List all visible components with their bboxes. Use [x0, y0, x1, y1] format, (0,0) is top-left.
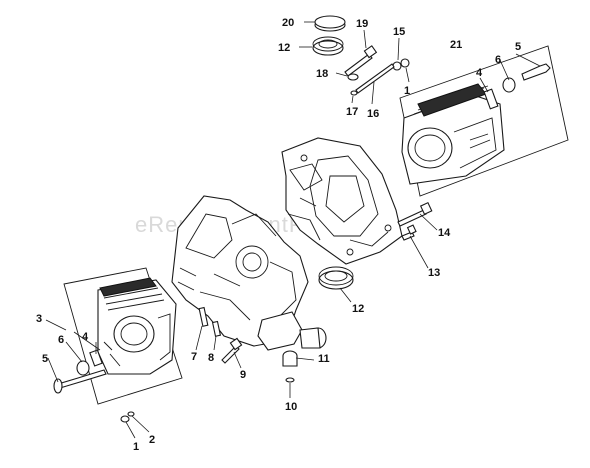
bolt-13	[401, 224, 417, 241]
bolt-9	[221, 337, 243, 364]
callout-1-bottom: 1	[133, 441, 139, 453]
callout-1-top: 1	[404, 85, 410, 97]
callout-21: 21	[450, 39, 462, 51]
cylinder-head-right	[401, 83, 505, 185]
callout-11: 11	[318, 353, 330, 365]
callout-18: 18	[316, 68, 328, 80]
callout-9: 9	[240, 369, 246, 381]
callout-8: 8	[208, 352, 214, 364]
crankcase-front-half	[171, 195, 327, 351]
callout-5-right: 5	[515, 41, 521, 53]
callout-3: 3	[36, 313, 42, 325]
callout-7: 7	[191, 351, 197, 363]
pin-8	[211, 320, 222, 337]
nut-washer-bottom	[120, 411, 135, 423]
callout-12-bottom: 12	[352, 303, 364, 315]
callout-labels: 20 12 19 15 21 5 6 4 18 1 17 16 14 13 12…	[36, 17, 521, 453]
bolt-14	[397, 201, 433, 227]
callout-16: 16	[367, 108, 379, 120]
washer-10	[285, 377, 295, 383]
callout-14: 14	[438, 227, 451, 239]
callout-4-right: 4	[476, 67, 483, 79]
callout-5-left: 5	[42, 353, 48, 365]
callout-6-left: 6	[58, 334, 64, 346]
cylinder-head-left	[97, 277, 177, 375]
callout-10: 10	[285, 401, 297, 413]
callout-20: 20	[282, 17, 294, 29]
callout-6-right: 6	[495, 54, 501, 66]
callout-4-left: 4	[82, 331, 89, 343]
valve-left	[53, 349, 107, 394]
leader-lines	[45, 21, 541, 439]
callout-12-top: 12	[278, 42, 290, 54]
callout-19: 19	[356, 18, 368, 30]
oil-seal-lower	[318, 266, 354, 290]
dowel-pin-7	[198, 306, 209, 327]
callout-13: 13	[428, 267, 440, 279]
crankcase-rear-half	[281, 137, 403, 265]
valve-guide-right	[483, 63, 551, 110]
callout-2: 2	[149, 434, 155, 446]
callout-15: 15	[393, 26, 405, 38]
plug-11	[282, 350, 298, 367]
callout-17: 17	[346, 106, 358, 118]
